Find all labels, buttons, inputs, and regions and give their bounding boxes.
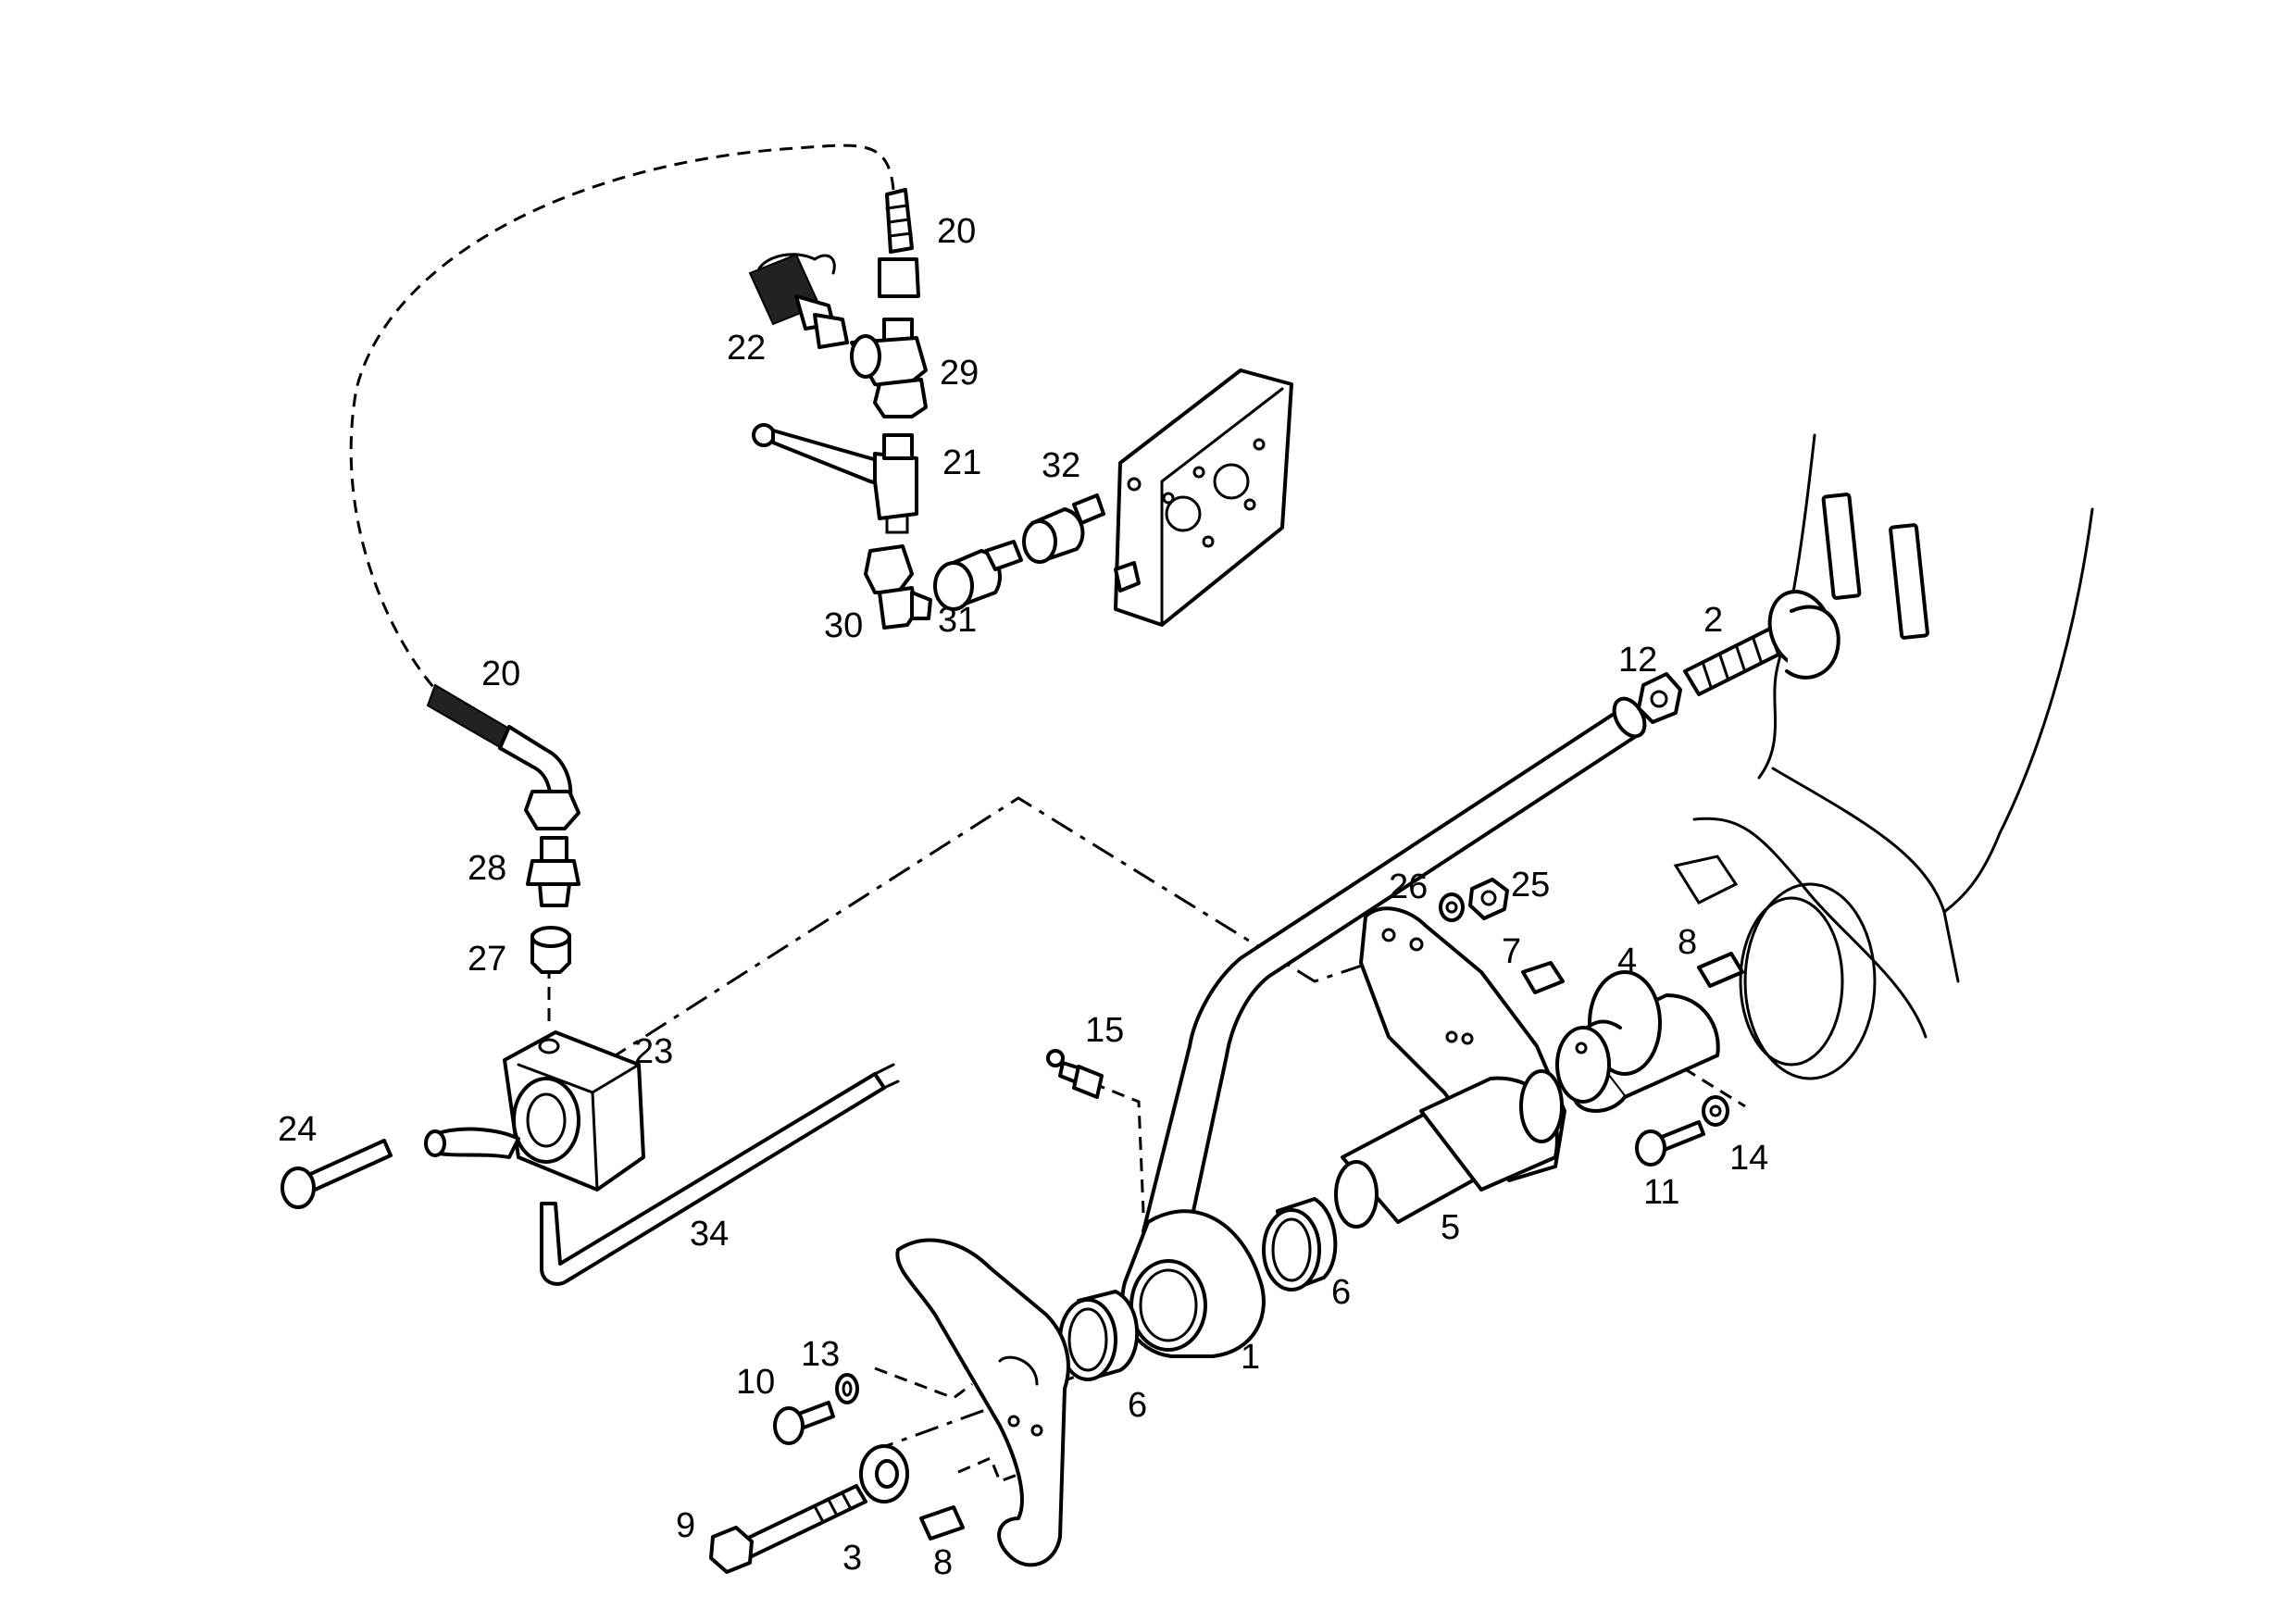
callout-8-right: 8 <box>1678 923 1697 962</box>
part-14-washer <box>1702 1095 1729 1127</box>
body-slot-left <box>1821 493 1862 600</box>
part-24-screw <box>281 1139 393 1209</box>
callout-15: 15 <box>1085 1011 1124 1050</box>
part-13-washer <box>835 1373 859 1404</box>
callout-21: 21 <box>942 443 981 482</box>
callout-31: 31 <box>938 601 977 640</box>
part-6-bush-lower <box>1058 1290 1140 1381</box>
callout-29: 29 <box>940 354 979 393</box>
callout-34: 34 <box>690 1215 729 1254</box>
part-10-screw <box>773 1401 835 1445</box>
part-23-valve-block <box>424 1030 645 1192</box>
callout-6-lower: 6 <box>1128 1386 1147 1425</box>
part-34-tube <box>540 1072 886 1286</box>
callout-24: 24 <box>278 1110 317 1149</box>
routing-line-13 <box>874 1366 973 1400</box>
lever-guide-plate <box>895 1238 1070 1567</box>
callout-labels: 1 2 3 4 5 6 6 7 8 8 9 10 11 12 13 14 15 … <box>278 212 1768 1582</box>
part-32-connector <box>1022 493 1105 564</box>
callout-10: 10 <box>736 1363 775 1402</box>
callout-22: 22 <box>727 329 766 368</box>
callout-7: 7 <box>1502 932 1521 971</box>
part-8-pin-right <box>1697 952 1744 988</box>
callout-20-lower: 20 <box>481 655 520 693</box>
body-slot-right <box>1889 523 1929 640</box>
part-21-lever-valve <box>752 423 918 534</box>
callout-13: 13 <box>801 1335 840 1374</box>
part-30-elbow <box>864 544 932 630</box>
part-28-union <box>526 836 580 907</box>
callout-6-upper: 6 <box>1331 1273 1351 1312</box>
tractor-body <box>1673 433 2094 1080</box>
part-3-washer <box>859 1444 909 1503</box>
callout-11: 11 <box>1643 1173 1679 1212</box>
callout-14: 14 <box>1729 1139 1768 1178</box>
callout-3: 3 <box>842 1539 862 1578</box>
routing-line-15 <box>1092 1081 1145 1214</box>
part-31-connector <box>933 540 1023 611</box>
part-22-hose <box>748 253 849 349</box>
callout-25: 25 <box>1511 866 1550 905</box>
callout-30: 30 <box>824 606 863 645</box>
callout-23: 23 <box>634 1032 673 1071</box>
callout-4: 4 <box>1617 942 1637 980</box>
callout-1: 1 <box>1241 1338 1260 1377</box>
part-5-bracket-shaft <box>1334 906 1566 1229</box>
callout-26: 26 <box>1389 867 1428 906</box>
part-6-bush-upper <box>1262 1197 1338 1291</box>
part-8-pin-lower <box>919 1505 965 1541</box>
valve-manifold-block <box>1114 368 1293 627</box>
routing-line-8 <box>957 1456 1038 1483</box>
part-27-adapter <box>530 926 571 974</box>
callout-20-upper: 20 <box>937 212 976 251</box>
part-9-bolt <box>709 1484 867 1574</box>
hose-loop-dashed <box>349 143 895 696</box>
part-11-screw <box>1635 1120 1705 1167</box>
part-29-tee-fitting <box>850 318 928 418</box>
callout-27: 27 <box>468 940 506 979</box>
part-7-pin <box>1521 961 1565 994</box>
part-2-adjuster-screw <box>1683 590 1841 696</box>
part-20-hose-upper <box>878 188 920 298</box>
part-20-hose-lower <box>426 683 580 830</box>
part-25-nut <box>1468 878 1509 920</box>
callout-8-lower: 8 <box>933 1543 953 1582</box>
part-15-grease-nipple <box>1046 1049 1104 1099</box>
callout-5: 5 <box>1441 1208 1460 1247</box>
callout-9: 9 <box>676 1506 695 1545</box>
part-26-washer <box>1439 892 1465 922</box>
callout-12: 12 <box>1618 641 1657 680</box>
callout-2: 2 <box>1703 601 1723 640</box>
routing-line-14 <box>1647 1044 1746 1108</box>
part-4-flange-bush <box>1555 970 1720 1113</box>
callout-32: 32 <box>1042 446 1080 485</box>
callout-28: 28 <box>468 849 506 888</box>
part-12-nut <box>1637 672 1682 724</box>
routing-line-dashdot <box>564 796 1371 1090</box>
